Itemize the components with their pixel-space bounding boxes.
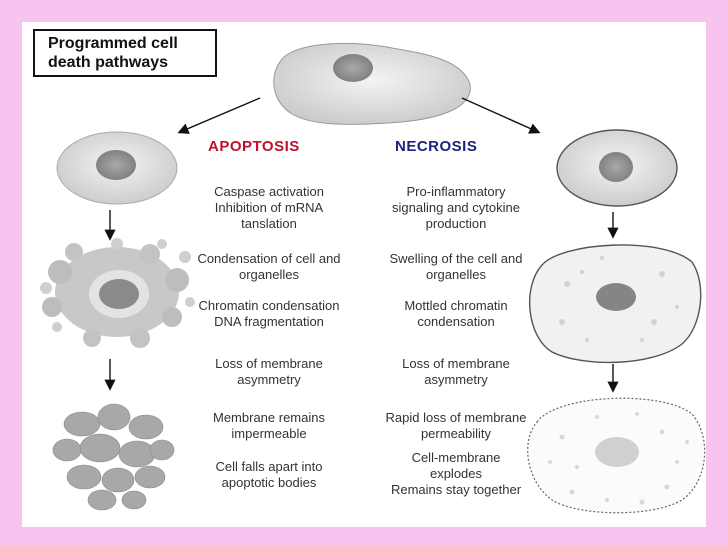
diagram-artwork xyxy=(40,42,706,514)
apoptosis-heading: APOPTOSIS xyxy=(208,138,300,155)
apoptosis-nucleus-icon xyxy=(96,150,136,180)
title-line-1: Programmed cell xyxy=(48,35,178,52)
origin-nucleus-icon xyxy=(333,54,373,82)
title-line-2: death pathways xyxy=(48,54,169,71)
apoptotic-bodies-icon xyxy=(52,403,175,511)
arrow-to-necrosis-icon xyxy=(461,97,541,134)
necrosis-heading: NECROSIS xyxy=(395,138,478,155)
diagram-panel: Programmed cell death pathways APOPTOSIS… xyxy=(22,22,706,527)
diagram-title: Programmed cell death pathways xyxy=(33,29,217,77)
faded-nucleus-icon xyxy=(595,437,639,467)
arrow-to-apoptosis-icon xyxy=(177,97,261,134)
mottled-nucleus-icon xyxy=(596,283,636,311)
necrosis-nucleus-icon xyxy=(599,152,633,182)
blebbing-cell-icon xyxy=(40,238,195,348)
origin-cell-icon xyxy=(273,42,471,125)
